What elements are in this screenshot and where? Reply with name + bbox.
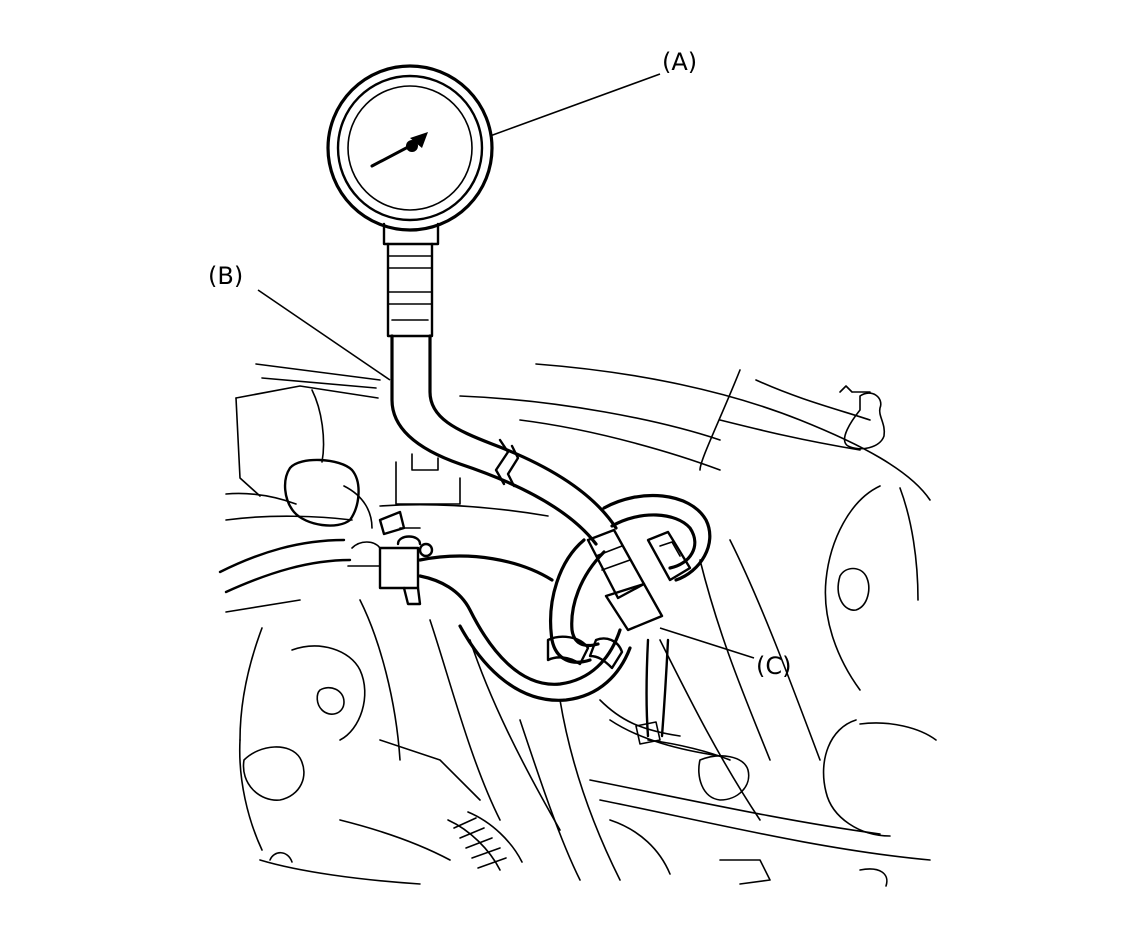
- callout-c-label: (C): [756, 652, 791, 680]
- hose-connector-fitting: [347, 493, 712, 702]
- callout-c: (C): [659, 627, 791, 680]
- engine-background: [218, 363, 937, 887]
- gauge-hose: [390, 334, 618, 546]
- callout-a: (A): [489, 48, 697, 137]
- callout-a-label: (A): [662, 48, 697, 76]
- callout-b-label: (B): [208, 262, 243, 290]
- pressure-gauge: [326, 64, 494, 338]
- callout-b: (B): [208, 262, 391, 381]
